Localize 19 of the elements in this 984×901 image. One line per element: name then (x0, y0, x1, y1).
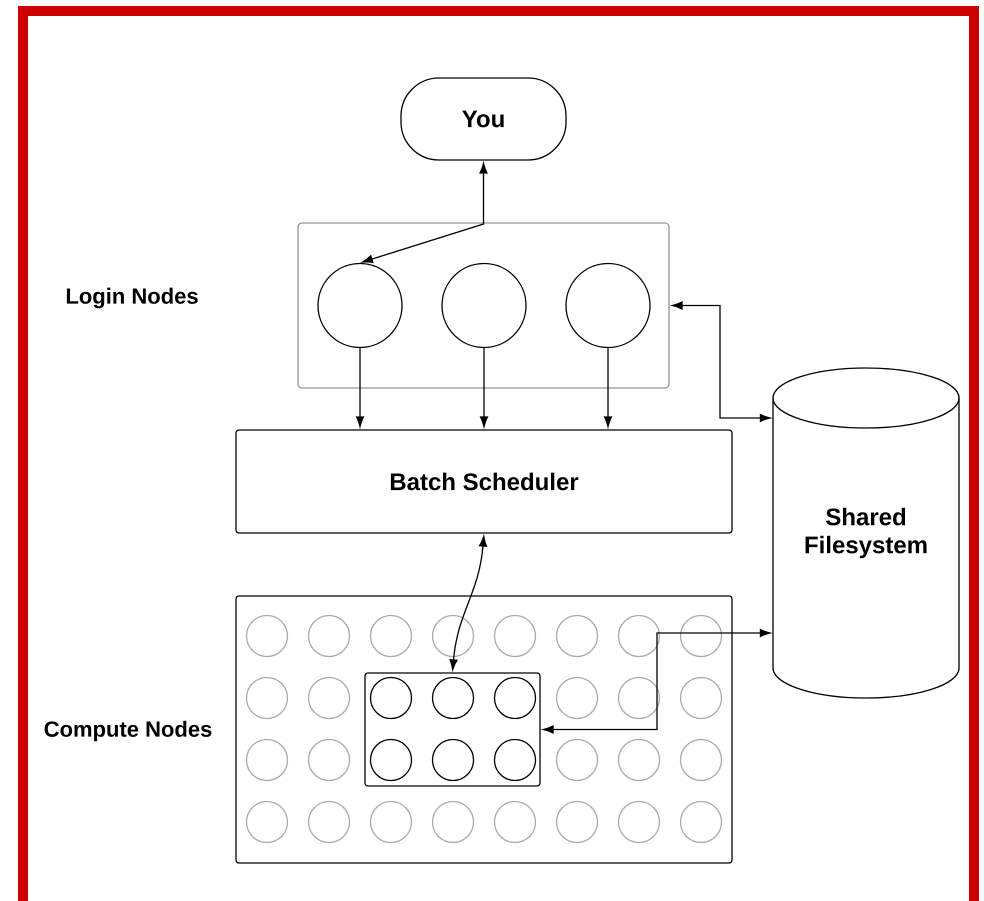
arrow (604, 348, 612, 428)
arrow (362, 162, 488, 264)
group-label: Compute Nodes (44, 720, 212, 742)
cylinder: Shared Filesystem (772, 367, 960, 699)
terminal-box: You (400, 77, 567, 161)
arrow (449, 536, 488, 670)
circle (317, 262, 403, 348)
circle (565, 262, 651, 348)
circle (441, 262, 527, 348)
arrow (356, 348, 364, 428)
arrow (542, 628, 771, 734)
arrow (672, 301, 771, 422)
arrow (480, 348, 488, 428)
node-label: Shared Filesystem (806, 508, 927, 558)
group-label: Login Nodes (66, 288, 198, 308)
process-box: Batch Scheduler (235, 429, 733, 534)
group-box (297, 222, 670, 389)
group-box (235, 595, 733, 864)
group-box (364, 672, 541, 787)
